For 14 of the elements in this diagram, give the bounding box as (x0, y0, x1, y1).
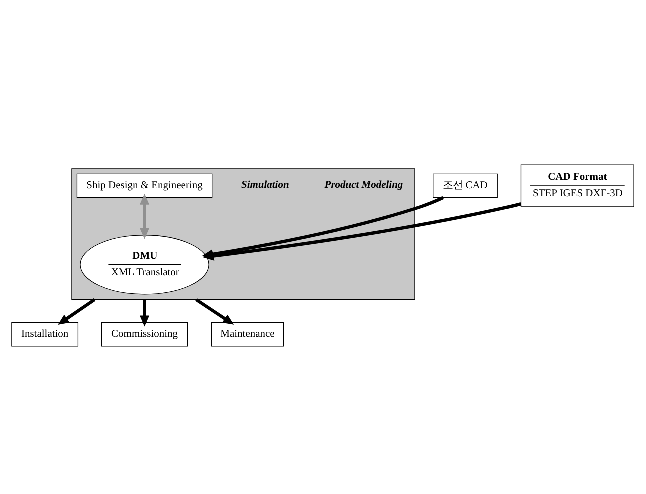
arrow (140, 300, 150, 327)
node-box: CAD Format STEP IGES DXF-3D (520, 164, 634, 208)
node-box: Installation (12, 322, 79, 347)
arrow (58, 298, 96, 326)
node-box: Maintenance (211, 322, 284, 347)
node-ellipse: DMU XML Translator (80, 235, 210, 295)
arrow (195, 298, 234, 325)
label: Product Modeling (324, 180, 404, 191)
arrow (140, 194, 150, 240)
node-box: Commissioning (101, 322, 188, 347)
cluster (72, 168, 416, 300)
node-box: Ship Design & Engineering (76, 174, 213, 198)
node-box: 조선 CAD (433, 174, 498, 198)
label: Simulation (242, 180, 290, 191)
